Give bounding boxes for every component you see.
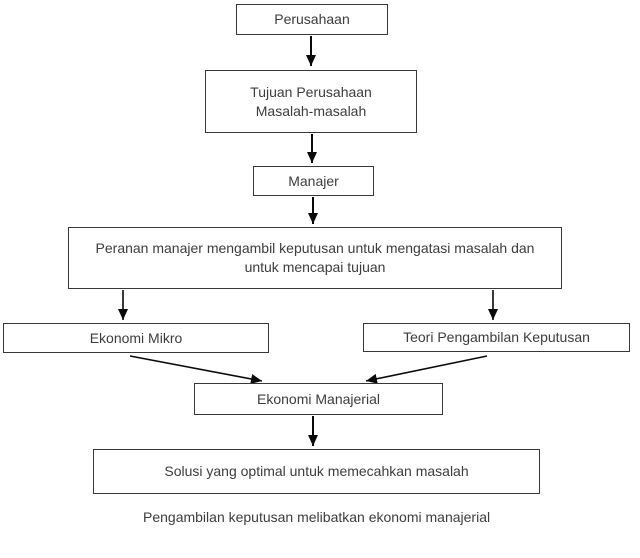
node-tujuan-perusahaan: Tujuan Perusahaan Masalah-masalah xyxy=(205,70,417,133)
node-ekonomi-manajerial-label: Ekonomi Manajerial xyxy=(257,390,380,407)
node-peranan-line1: Peranan manajer mengambil keputusan untu… xyxy=(95,240,535,256)
node-ekonomi-mikro-label: Ekonomi Mikro xyxy=(89,329,183,346)
node-manajer: Manajer xyxy=(253,166,374,196)
node-solusi-label: Solusi yang optimal untuk memecahkan mas… xyxy=(164,463,469,479)
arrow-teori-manajerial xyxy=(365,355,488,384)
node-teori-pengambilan-keputusan: Teori Pengambilan Keputusan xyxy=(363,323,630,352)
node-perusahaan: Perusahaan xyxy=(236,4,388,35)
node-solusi-optimal: Solusi yang optimal untuk memecahkan mas… xyxy=(93,449,540,494)
arrow-mikro-manajerial xyxy=(129,355,263,384)
node-tujuan-line2: Masalah-masalah xyxy=(255,102,367,119)
node-ekonomi-mikro: Ekonomi Mikro xyxy=(3,323,269,353)
node-peranan-line2: untuk mencapai tujuan xyxy=(244,259,386,275)
node-tujuan-line1: Tujuan Perusahaan xyxy=(250,83,372,100)
node-ekonomi-manajerial: Ekonomi Manajerial xyxy=(194,383,443,415)
diagram-caption: Pengambilan keputusan melibatkan ekonomi… xyxy=(143,509,491,525)
node-teori-label: Teori Pengambilan Keputusan xyxy=(403,329,590,345)
node-manajer-label: Manajer xyxy=(288,172,339,189)
node-perusahaan-label: Perusahaan xyxy=(274,11,350,27)
node-peranan-manajer: Peranan manajer mengambil keputusan untu… xyxy=(68,227,562,289)
